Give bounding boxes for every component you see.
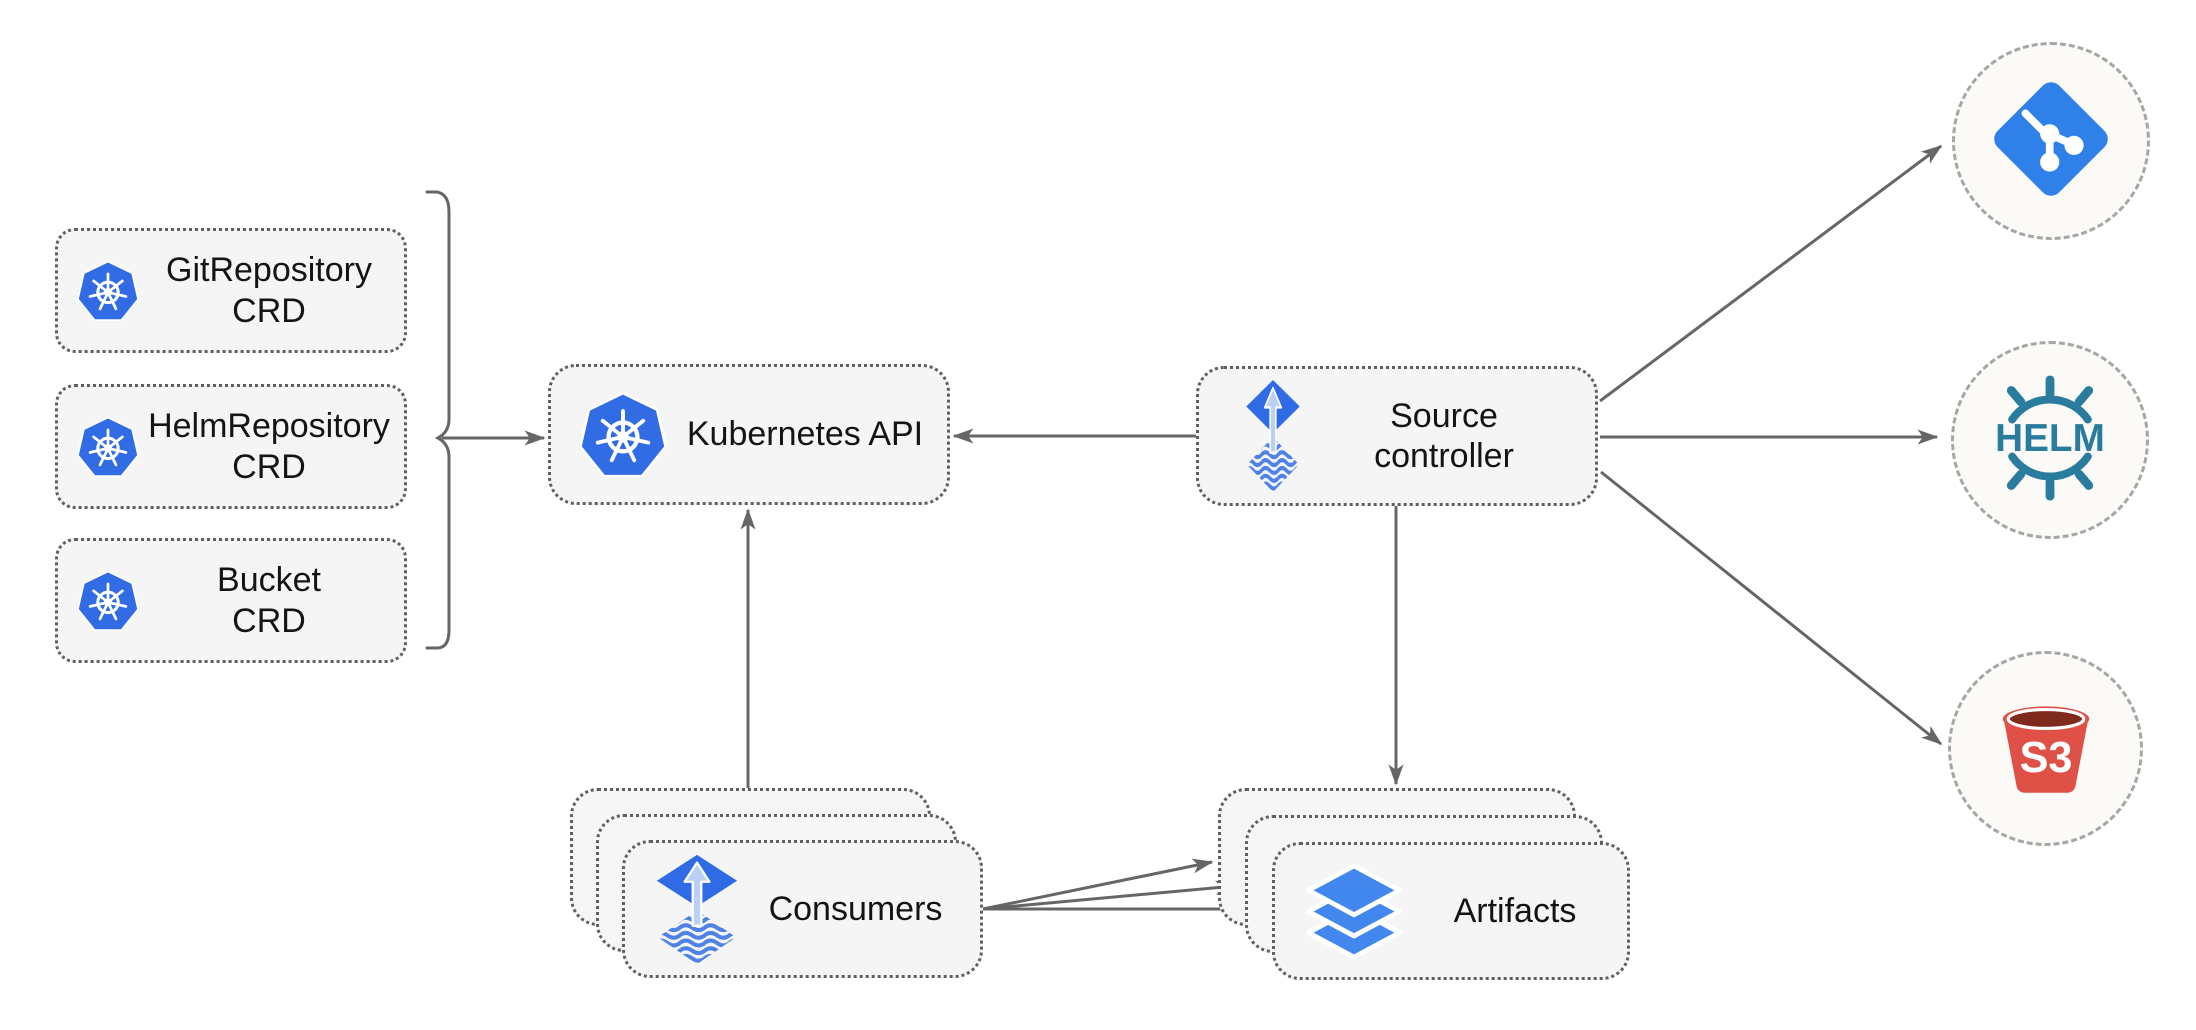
node-bucket-crd: Bucket CRD	[55, 538, 407, 663]
node-label: GitRepository CRD	[166, 251, 372, 330]
kubernetes-icon	[74, 567, 142, 635]
node-label: Source controller	[1374, 396, 1514, 475]
kubernetes-icon	[74, 413, 142, 481]
endpoint-s3: S3	[1948, 651, 2143, 846]
endpoint-helm: HELM	[1951, 341, 2149, 539]
node-label: HelmRepository CRD	[148, 407, 390, 486]
node-artifacts: Artifacts	[1272, 842, 1630, 980]
helm-logo-text: HELM	[1995, 417, 2105, 460]
s3-bucket-icon: S3	[1992, 692, 2100, 805]
node-consumers: Consumers	[622, 840, 983, 978]
node-label: Artifacts	[1453, 891, 1577, 930]
endpoint-git	[1952, 42, 2150, 240]
flux-icon	[655, 853, 739, 966]
node-source-controller: Source controller	[1196, 366, 1598, 506]
kubernetes-icon	[575, 387, 671, 483]
node-gitrepository-crd: GitRepository CRD	[55, 228, 407, 353]
node-label: Consumers	[768, 889, 943, 928]
s3-logo-text: S3	[2019, 734, 2072, 782]
crd-group-bracket	[425, 190, 451, 650]
node-helmrepository-crd: HelmRepository CRD	[55, 384, 407, 509]
node-label: Bucket CRD	[217, 561, 321, 640]
git-icon	[1987, 75, 2115, 208]
layers-icon	[1297, 861, 1411, 962]
flux-icon	[1245, 378, 1301, 494]
node-kubernetes-api: Kubernetes API	[548, 364, 950, 505]
kubernetes-icon	[74, 257, 142, 325]
helm-icon: HELM	[1984, 372, 2116, 509]
node-label: Kubernetes API	[686, 415, 924, 454]
